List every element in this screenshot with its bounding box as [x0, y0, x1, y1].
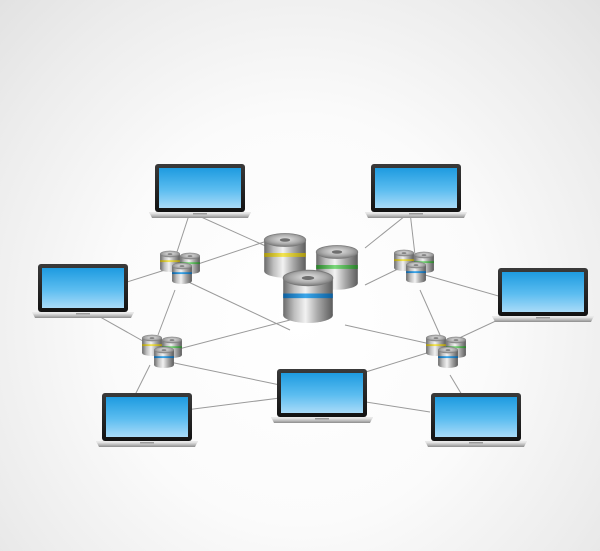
laptop-icon: [271, 369, 373, 423]
connection-line: [364, 267, 401, 286]
connection-line: [159, 359, 281, 386]
connection-line: [174, 211, 191, 259]
server-cluster-icon: [160, 251, 200, 284]
connection-line: [409, 211, 416, 256]
connection-line: [419, 289, 441, 336]
connection-line: [157, 289, 176, 336]
connection-line: [134, 364, 151, 396]
server-cluster-icon: [426, 335, 466, 368]
connection-line: [189, 211, 271, 249]
connection-line: [174, 319, 291, 351]
connection-line: [179, 277, 291, 331]
laptop-icon: [149, 164, 251, 218]
laptop-icon: [492, 268, 594, 322]
connection-line: [344, 324, 436, 346]
connection-line: [449, 374, 463, 396]
laptop-icon: [365, 164, 467, 218]
laptop-icon: [425, 393, 527, 447]
connection-line: [364, 211, 411, 249]
central-database-icon: [263, 232, 359, 324]
laptop-icon: [32, 264, 134, 318]
server-cluster-icon: [394, 250, 434, 283]
laptop-icon: [96, 393, 198, 447]
